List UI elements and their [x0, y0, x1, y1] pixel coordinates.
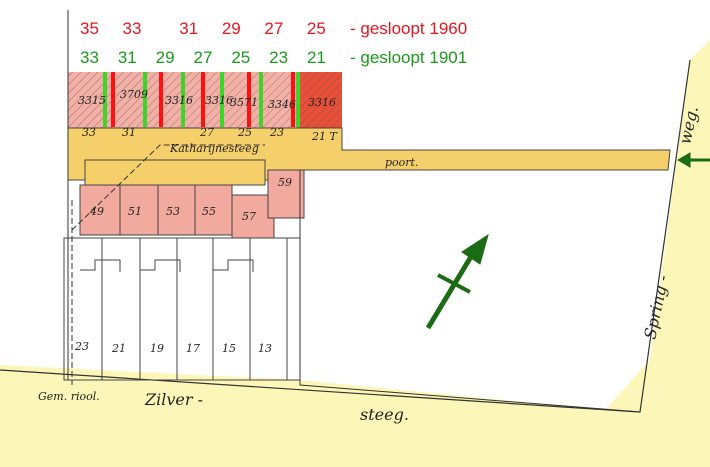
svg-text:31: 31: [122, 126, 136, 139]
svg-text:3316: 3316: [165, 94, 193, 107]
legend-1901-label: - gesloopt 1901: [350, 48, 468, 67]
svg-text:15: 15: [222, 342, 236, 355]
plot-outline: [67, 10, 641, 413]
svg-text:Katharijnesteeg: Katharijnesteeg: [169, 142, 259, 155]
parcel-labels: 3315 3709 3316 3316 3571 3346 3316 33 31 27 2…: [38, 88, 418, 403]
svg-text:33: 33: [82, 126, 96, 139]
entrance-arrow-icon: [677, 152, 710, 168]
svg-text:3316: 3316: [205, 94, 233, 107]
svg-text:59: 59: [278, 176, 292, 189]
svg-text:poort.: poort.: [385, 156, 418, 169]
svg-text:23: 23: [74, 340, 89, 353]
svg-text:3571: 3571: [230, 96, 258, 109]
svg-text:21: 21: [111, 342, 126, 355]
svg-text:19: 19: [150, 342, 164, 355]
legend-1901-numbers: 33 31 29 27 25 23 21: [80, 48, 326, 67]
svg-text:21 T: 21 T: [311, 130, 338, 143]
white-houses: [63, 237, 301, 381]
svg-text:57: 57: [242, 210, 256, 223]
svg-text:3316: 3316: [308, 96, 336, 109]
demolition-lines-1901: [103, 72, 300, 127]
svg-text:53: 53: [166, 205, 180, 218]
svg-text:55: 55: [202, 205, 216, 218]
svg-text:3709: 3709: [120, 88, 148, 101]
street-name-steeg: steeg.: [360, 405, 409, 424]
svg-text:3315: 3315: [78, 94, 106, 107]
svg-text:51: 51: [128, 205, 142, 218]
svg-text:25: 25: [237, 126, 252, 139]
svg-text:27: 27: [199, 126, 214, 139]
street-name-zilver: Zilver -: [144, 390, 203, 409]
street-wash-bottom: [0, 40, 710, 467]
pink-houses: [79, 169, 305, 239]
svg-text:13: 13: [258, 342, 272, 355]
north-arrow-icon: [425, 233, 489, 330]
yard: [84, 159, 266, 186]
sewer-line: [71, 144, 265, 385]
svg-text:3346: 3346: [268, 98, 296, 111]
legend-1960-label: - gesloopt 1960: [350, 19, 468, 38]
demolition-lines-1960: [111, 72, 295, 127]
legend-1960-numbers: 35 33 31 29 27 25: [80, 19, 326, 38]
svg-text:23: 23: [269, 126, 284, 139]
svg-text:17: 17: [186, 342, 200, 355]
svg-text:Gem. riool.: Gem. riool.: [38, 390, 100, 403]
svg-text:49: 49: [89, 205, 104, 218]
